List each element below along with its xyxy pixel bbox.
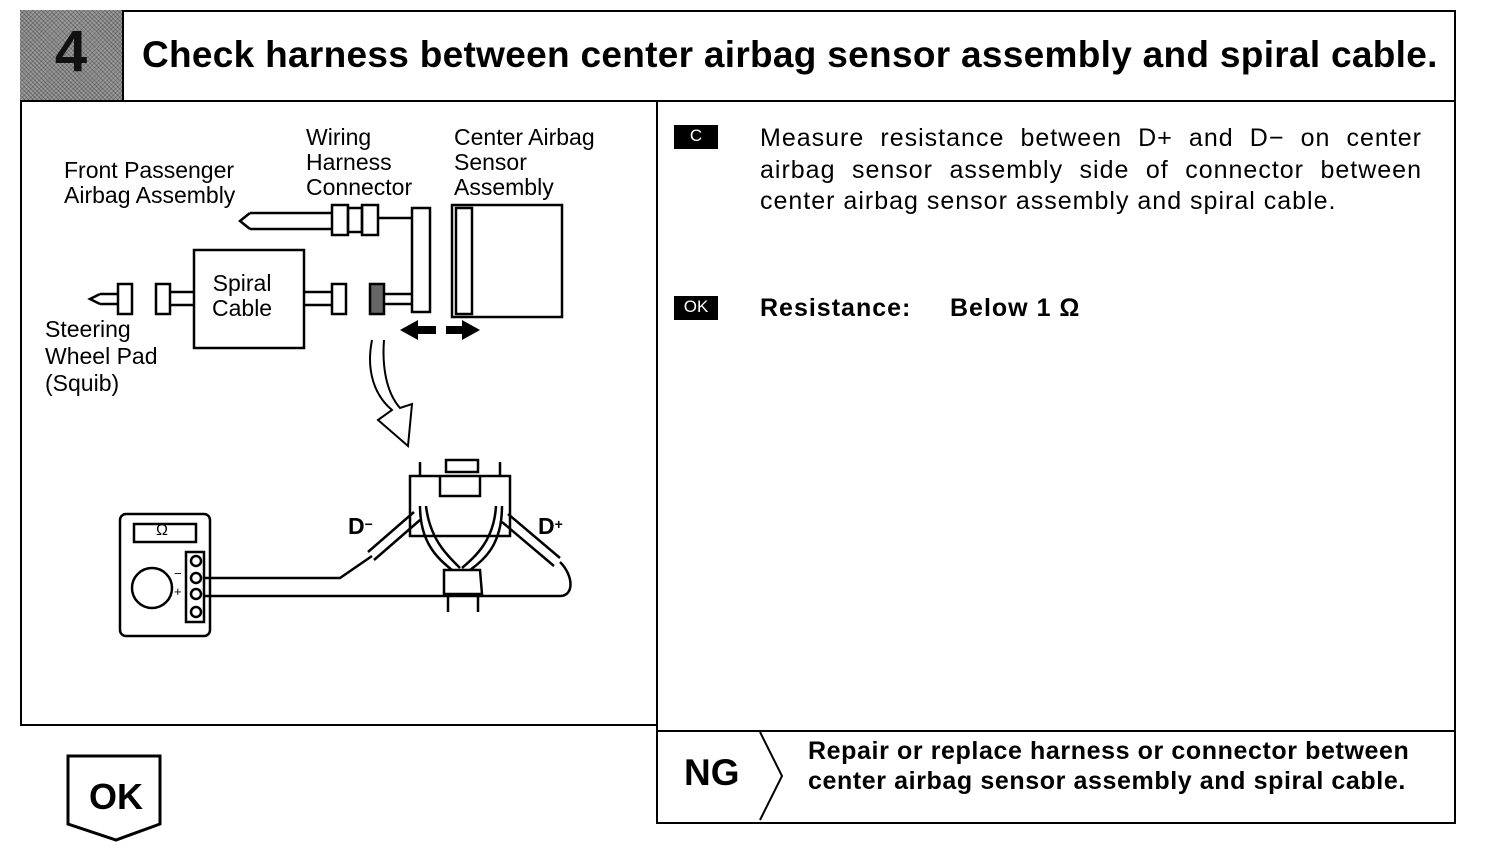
- label-wiring-harness-connector: Wiring Harness Connector: [306, 124, 413, 200]
- spec-label: Resistance:: [760, 294, 912, 322]
- spec-tag: OK: [674, 296, 718, 320]
- ok-badge-label: OK: [89, 776, 143, 817]
- step-number: 4: [54, 19, 88, 84]
- meter-plus-label: +: [174, 584, 182, 599]
- ng-action-text: Repair or replace harness or connector b…: [808, 737, 1410, 795]
- instruction-tag: C: [674, 125, 718, 149]
- ohm-icon: Ω: [156, 522, 168, 539]
- label-front-passenger: Front Passenger Airbag Assembly: [64, 157, 236, 208]
- ng-label: NG: [684, 752, 740, 793]
- step-number-box: [20, 10, 124, 100]
- instruction-text: Measure resistance between D+ and D− on …: [760, 124, 1422, 215]
- label-d-minus: D−: [348, 513, 373, 539]
- ng-box: [656, 730, 1456, 824]
- meter-minus-label: −: [174, 566, 182, 581]
- label-center-airbag-sensor: Center Airbag Sensor Assembly: [454, 124, 595, 200]
- spec-value: Below 1 Ω: [950, 294, 1081, 322]
- ok-badge-shape: [66, 754, 162, 842]
- page-title: Check harness between center airbag sens…: [142, 34, 1438, 75]
- ng-chevron: [759, 731, 784, 821]
- label-d-plus: D+: [538, 513, 563, 539]
- label-steering-wheel-pad: Steering Wheel Pad (Squib): [45, 316, 158, 396]
- label-spiral-cable: Spiral Cable: [212, 270, 273, 321]
